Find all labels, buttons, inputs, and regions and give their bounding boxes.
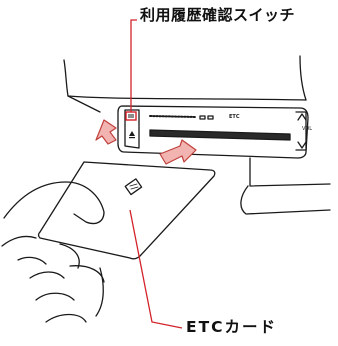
device-brand-mark: ETC <box>229 114 240 120</box>
card-label: ETCカード <box>186 318 278 336</box>
device-vol-mark: VOL <box>302 126 313 132</box>
hand-outline <box>3 181 105 225</box>
vol-down-button <box>297 141 307 149</box>
mount-outline <box>63 59 101 113</box>
eject-icon <box>129 131 135 139</box>
card-ic-chip <box>124 178 143 196</box>
card-slot <box>149 129 291 141</box>
vol-up-button <box>297 113 307 121</box>
usage-history-switch <box>125 111 137 121</box>
etc-card <box>37 161 216 260</box>
eject-arrow-icon <box>159 139 197 165</box>
insert-arrow-icon <box>95 119 117 145</box>
switch-leader-line <box>130 19 137 112</box>
switch-label: 利用履歴確認スイッチ <box>140 6 296 24</box>
card-leader-line <box>129 209 183 329</box>
